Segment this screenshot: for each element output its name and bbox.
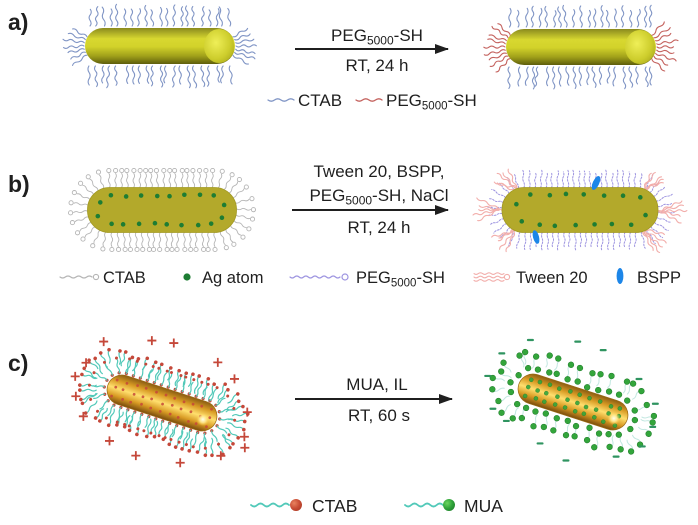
panel-c-legend-mua-label: MUA bbox=[464, 496, 503, 516]
panel-b-legend-peg-label: PEG5000-SH bbox=[356, 269, 445, 290]
panel-b-functionalized-nanorod bbox=[472, 168, 688, 254]
panel-b-legend-bspp-label: BSPP bbox=[637, 269, 681, 287]
bspp-icon bbox=[616, 268, 624, 284]
panel-c-label: c) bbox=[8, 350, 28, 376]
panel-b-reagent-line1: Tween 20, BSPP, bbox=[313, 162, 444, 181]
panel-a-ctab-coated-nanorod bbox=[62, 3, 257, 89]
peg-squiggle-icon bbox=[355, 98, 383, 102]
panel-a-pegylated-nanorod bbox=[483, 4, 679, 90]
panel-a-reagent-text: PEG5000-SH bbox=[331, 26, 423, 48]
panel-b-ctab-coated-nanorod bbox=[68, 167, 257, 253]
silver-atom-icon bbox=[183, 273, 191, 281]
panel-b-label: b) bbox=[8, 171, 30, 197]
panel-b-legend-ag-label: Ag atom bbox=[202, 269, 263, 287]
panel-c-legend-ctab-label: CTAB bbox=[312, 496, 357, 516]
panel-b-reagent-line2: PEG5000-SH, NaCl bbox=[309, 186, 448, 208]
panel-c-reagent-text: MUA, IL bbox=[346, 375, 407, 394]
panel-a-condition-text: RT, 24 h bbox=[345, 56, 408, 75]
panel-b-legend-ctab-label: CTAB bbox=[103, 269, 146, 287]
panel-a-legend-peg-label: PEG5000-SH bbox=[386, 91, 477, 113]
panel-b-legend-tween-label: Tween 20 bbox=[516, 269, 588, 287]
mua-greenball-icon bbox=[404, 499, 455, 511]
panel-c-mua-coated-nanorod bbox=[484, 338, 659, 462]
peg-thiol-icon bbox=[289, 273, 349, 281]
ctab-redball-icon bbox=[250, 499, 302, 511]
panel-c-ctab-bilayer-nanorod bbox=[70, 336, 252, 468]
panel-a-legend-ctab-label: CTAB bbox=[298, 91, 342, 110]
panel-c-condition-text: RT, 60 s bbox=[348, 406, 410, 425]
panel-b-condition-text: RT, 24 h bbox=[347, 218, 410, 237]
ctab-headgroup-icon bbox=[59, 273, 100, 281]
tween20-icon bbox=[473, 272, 511, 282]
ctab-squiggle-icon bbox=[267, 98, 295, 102]
panel-a-label: a) bbox=[8, 9, 28, 35]
